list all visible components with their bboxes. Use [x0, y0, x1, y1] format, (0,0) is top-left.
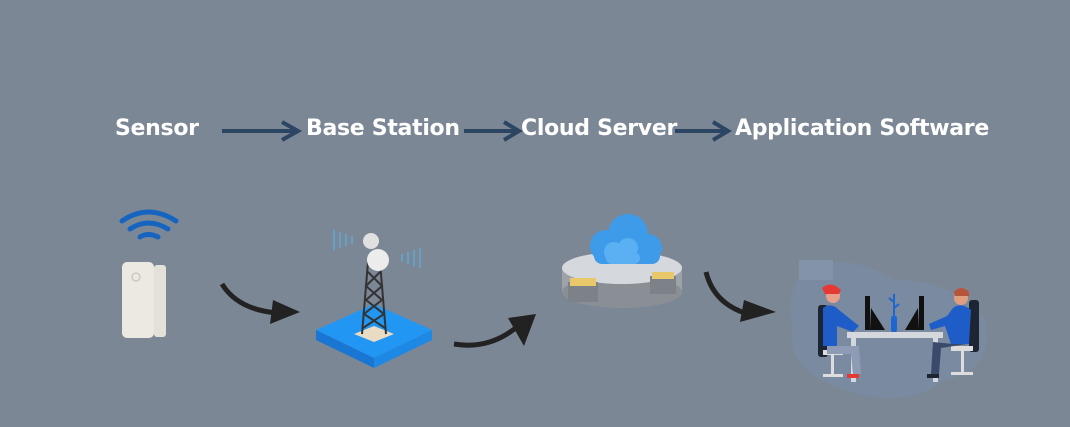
curved-arrow-1 [219, 282, 300, 324]
door-sensor-icon [119, 209, 179, 338]
office-workers-icon [790, 260, 987, 398]
person-left [818, 284, 861, 378]
cell-tower-icon [316, 230, 432, 368]
flow-arrow-1 [222, 120, 303, 142]
flow-arrow-3 [675, 120, 732, 142]
flow-arrow-2 [464, 120, 523, 142]
curved-arrow-3 [703, 271, 776, 322]
cloud-server-icon [562, 214, 682, 308]
step-label-sensor: Sensor [115, 116, 199, 141]
step-label-base-station: Base Station [306, 116, 460, 141]
person-right [927, 288, 979, 378]
wifi-icon [119, 209, 179, 240]
step-label-cloud-server: Cloud Server [521, 116, 677, 141]
curved-arrow-2 [453, 314, 536, 348]
step-label-application-software: Application Software [735, 116, 989, 141]
